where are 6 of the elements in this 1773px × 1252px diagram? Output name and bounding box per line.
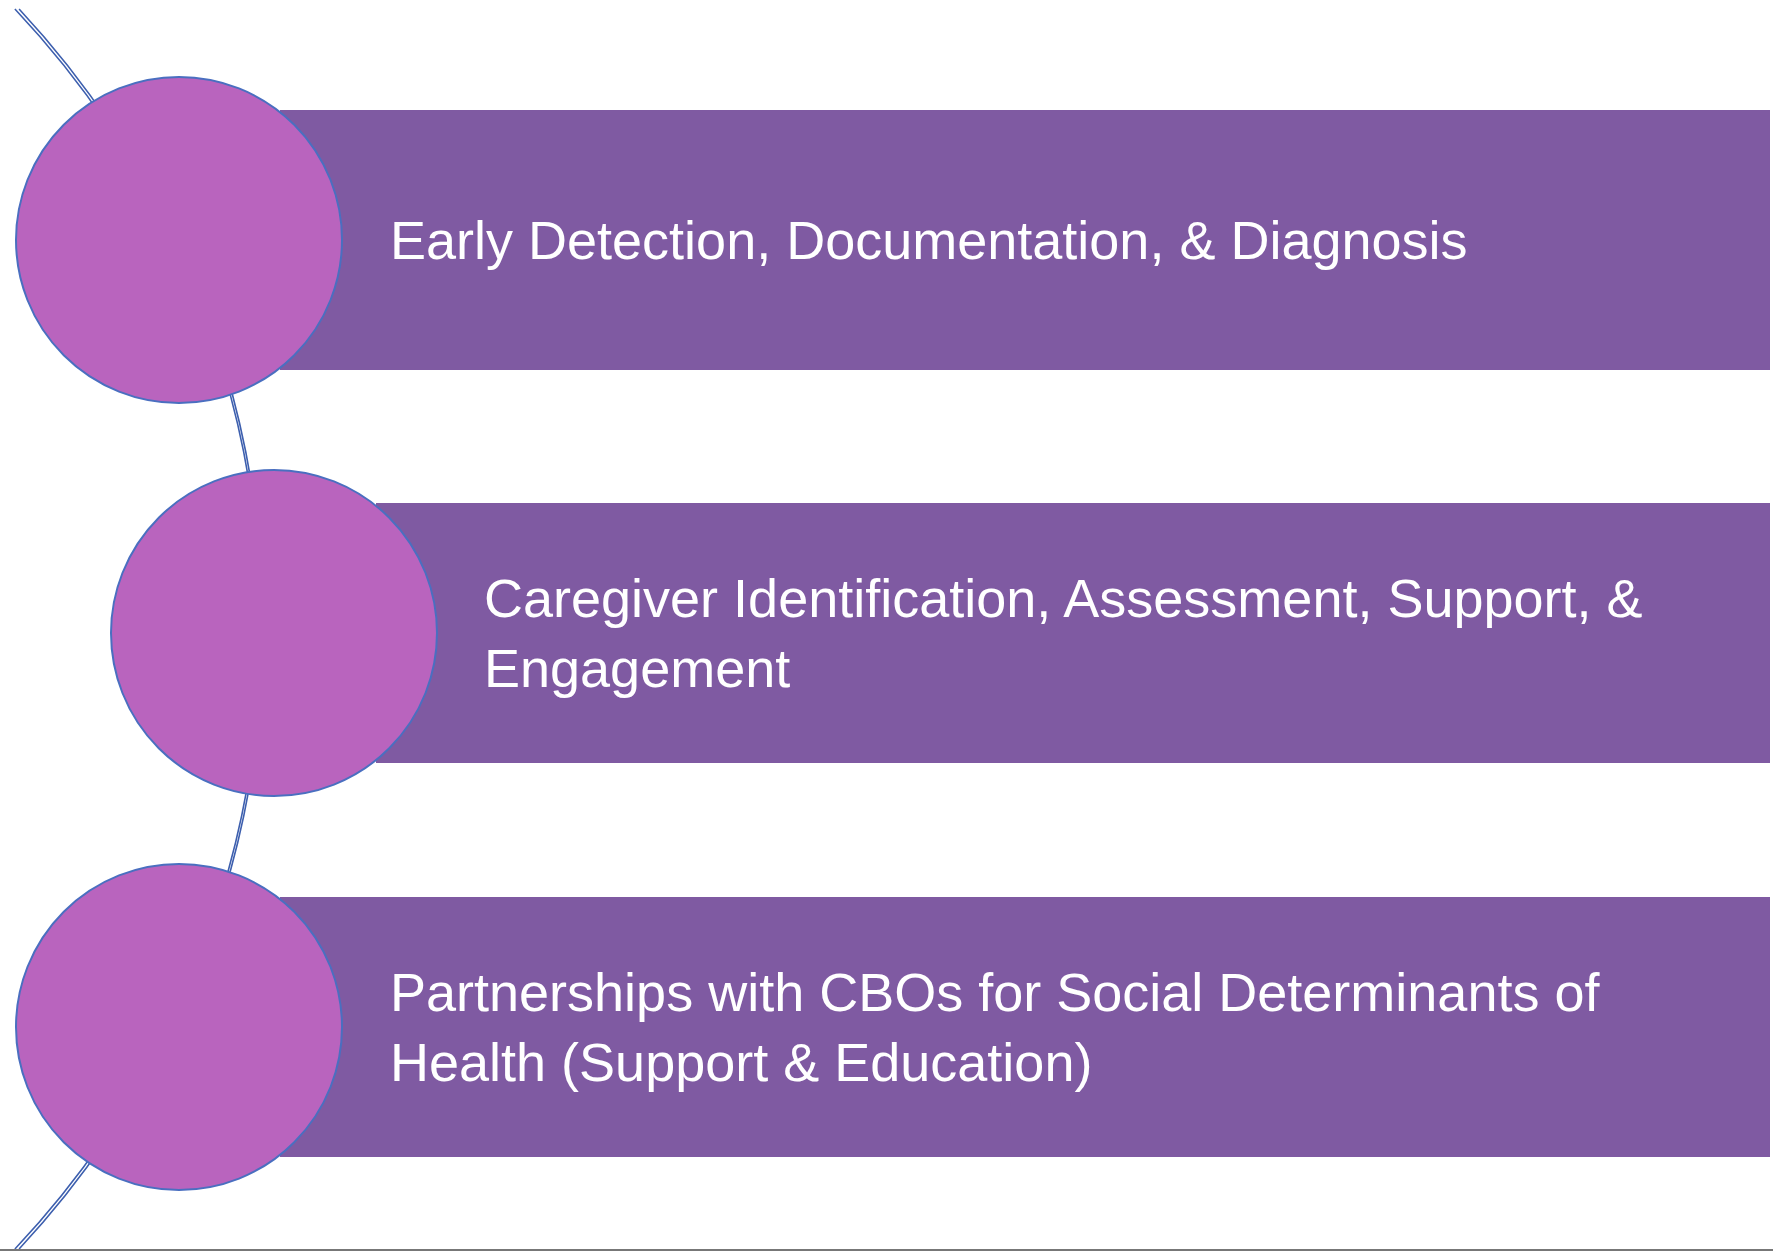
step-banner xyxy=(280,110,1770,370)
step-banner xyxy=(280,897,1770,1157)
step-banner xyxy=(376,503,1770,763)
step-text: Early Detection, Documentation, & Diagnosis xyxy=(390,208,1468,272)
step-text: Caregiver Identification, Assessment, Support, & Engagement xyxy=(484,566,1644,700)
step-text: Partnerships with CBOs for Social Determinants of Health (Support & Education) xyxy=(390,960,1601,1094)
